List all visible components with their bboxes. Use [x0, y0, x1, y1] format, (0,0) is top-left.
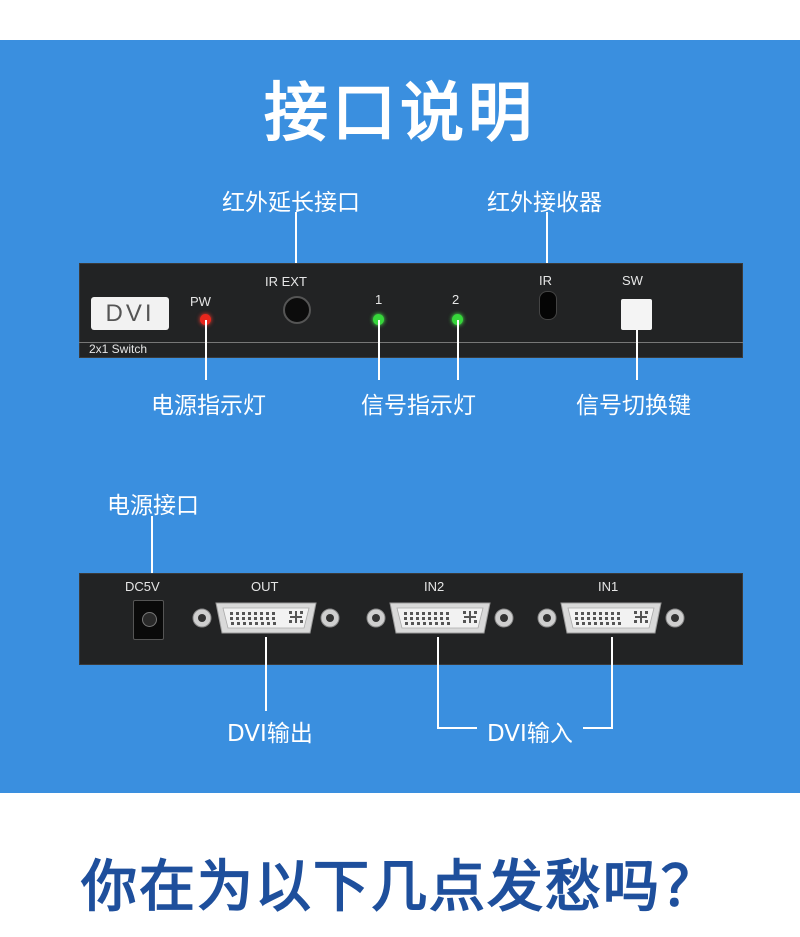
dvi-out-port[interactable]	[192, 602, 340, 634]
callout-power-indicator: 电源指示灯	[151, 393, 266, 419]
power-led	[200, 314, 211, 325]
leader-line	[205, 320, 207, 380]
jack-hole-icon	[142, 612, 157, 627]
leader-line	[437, 727, 477, 729]
callout-signal-switch: 信号切换键	[576, 393, 691, 419]
led2-label: 2	[452, 292, 460, 307]
out-label: OUT	[251, 579, 279, 594]
page-title: 接口说明	[264, 77, 536, 151]
panel-divider	[79, 342, 743, 343]
signal-led-1	[373, 314, 384, 325]
leader-line	[437, 637, 439, 729]
leader-line	[636, 330, 638, 380]
dvi-in1-port[interactable]	[537, 602, 685, 634]
dvi-badge: DVI	[91, 297, 169, 330]
callout-power-port: 电源接口	[107, 493, 199, 519]
in1-label: IN1	[598, 579, 619, 594]
model-label: 2x1 Switch	[89, 342, 148, 356]
in2-label: IN2	[424, 579, 445, 594]
leader-line	[265, 637, 267, 711]
blue-background	[0, 40, 800, 793]
pw-label: PW	[190, 294, 211, 309]
dvi-in2-port[interactable]	[366, 602, 514, 634]
footer-question: 你在为以下几点发愁吗？	[81, 855, 719, 920]
leader-line	[457, 320, 459, 380]
callout-dvi-in: DVI输入	[487, 721, 573, 747]
callout-dvi-out: DVI输出	[227, 721, 313, 747]
sw-label: SW	[622, 273, 643, 288]
leader-line	[378, 320, 380, 380]
signal-led-2	[452, 314, 463, 325]
callout-signal-indicator: 信号指示灯	[361, 393, 476, 419]
dc-power-jack[interactable]	[133, 600, 164, 640]
ir-receiver	[539, 291, 557, 320]
signal-switch-button[interactable]	[621, 299, 652, 330]
dc-label: DC5V	[125, 579, 160, 594]
leader-line	[546, 212, 548, 294]
callout-ir-ext-port: 红外延长接口	[222, 190, 360, 216]
ir-ext-port[interactable]	[283, 296, 311, 324]
led1-label: 1	[375, 292, 383, 307]
leader-line	[583, 727, 613, 729]
leader-line	[611, 637, 613, 729]
leader-line	[295, 212, 297, 300]
callout-ir-receiver: 红外接收器	[487, 190, 602, 216]
leader-line	[151, 516, 153, 600]
ir-label: IR	[539, 273, 552, 288]
ir-ext-label: IR EXT	[265, 274, 307, 289]
